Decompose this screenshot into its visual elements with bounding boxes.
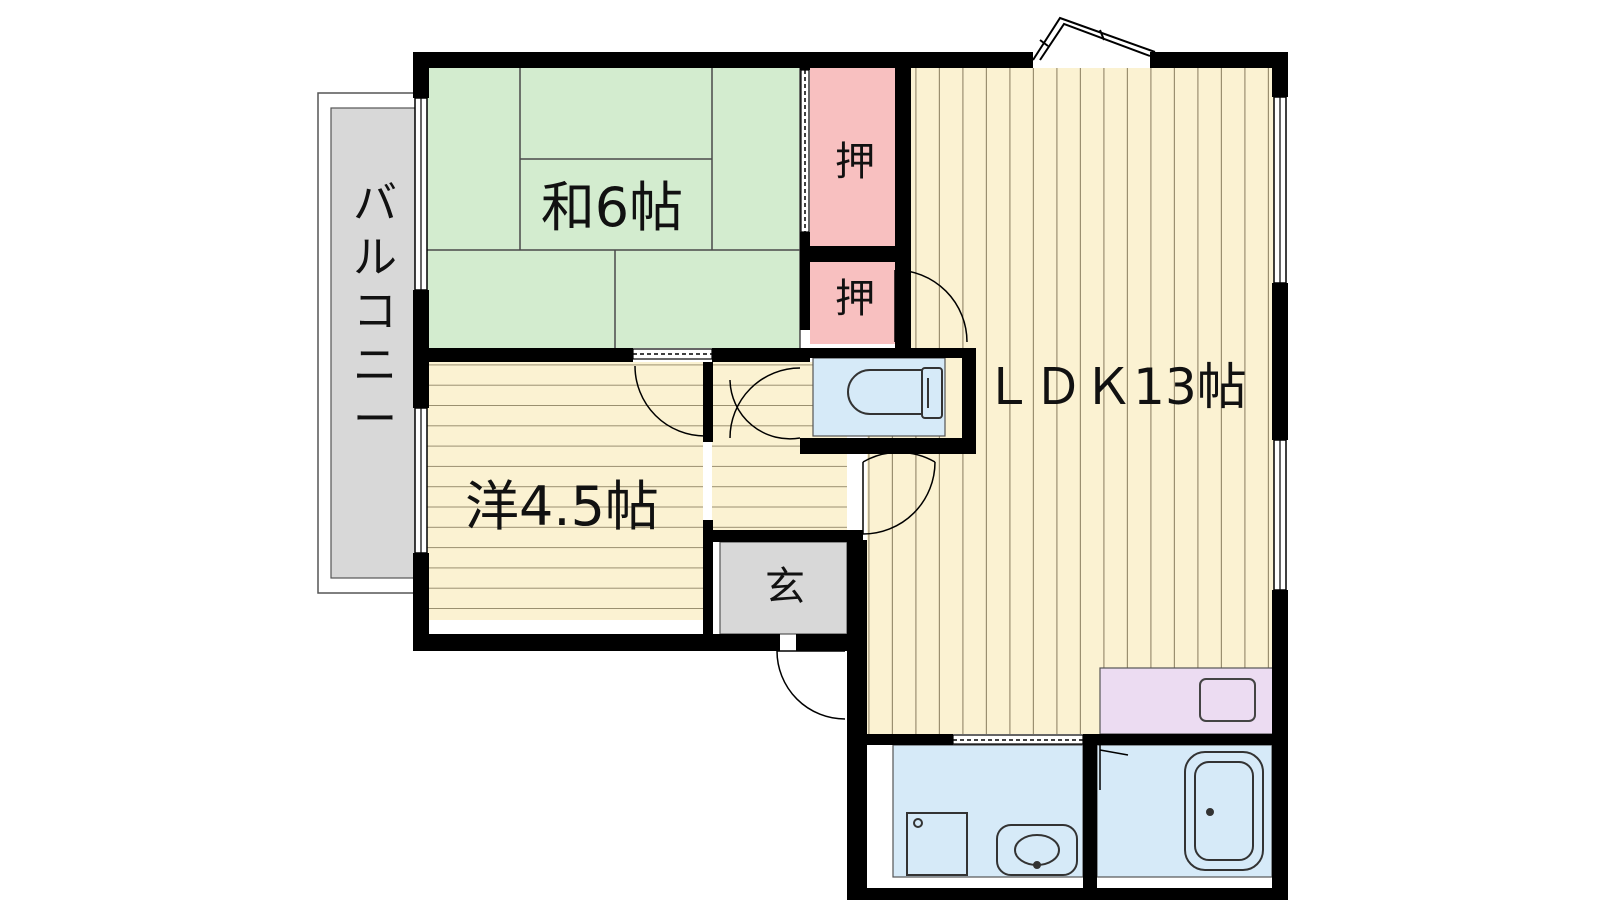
- washing-machine-icon: [906, 812, 968, 876]
- ldk-label: ＬＤＫ13帖: [983, 358, 1247, 416]
- balcony-floor: [330, 107, 419, 579]
- ldk-floor-lines: [908, 68, 1278, 353]
- washitsu-floor: [425, 68, 800, 348]
- window-center-lines: [420, 97, 1281, 590]
- oshiire-lower-label: 押: [835, 276, 875, 322]
- yoshitsu-floor-lines: [425, 362, 703, 620]
- sliding-door-dashes: [633, 70, 1083, 741]
- balcony-label-char: バ: [353, 178, 397, 229]
- yoshitsu-label: 洋4.5帖: [465, 475, 659, 538]
- bay-window: [1032, 16, 1156, 61]
- balcony-label-char: コ: [353, 286, 397, 337]
- washroom-floor: [892, 744, 1084, 878]
- oshiire-upper-label: 押: [835, 139, 875, 185]
- washitsu-label: 和6帖: [541, 176, 683, 239]
- sink-icon: [1199, 678, 1256, 722]
- oshiire-upper-floor: [810, 68, 895, 246]
- genkan-label: 玄: [765, 564, 805, 610]
- washbasin-icon: [996, 824, 1078, 876]
- swing-doors: [634, 269, 1129, 790]
- oshiire-lower-floor: [810, 262, 895, 344]
- toilet-icon: [847, 367, 943, 419]
- balcony: [317, 92, 421, 594]
- balcony-label-char: ル: [353, 232, 397, 283]
- balcony-label-char: ニ: [353, 340, 397, 391]
- balcony-label: バルコニー: [353, 178, 397, 445]
- bathtub-icon: [1184, 751, 1264, 871]
- balcony-label-char: ー: [353, 394, 397, 445]
- walls: [413, 52, 1288, 900]
